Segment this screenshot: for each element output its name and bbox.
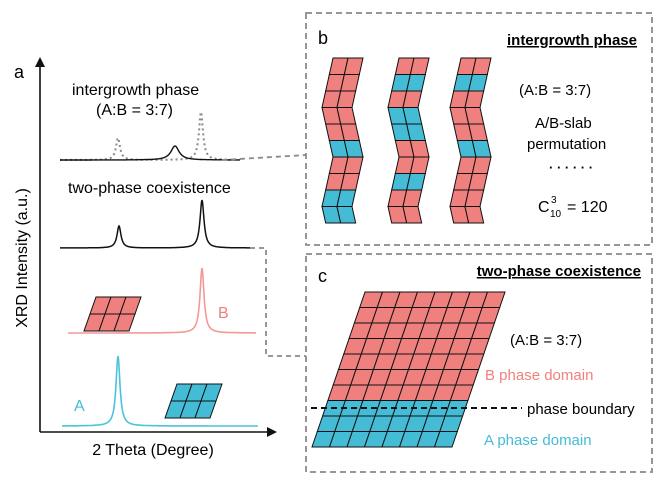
slab-cell-a xyxy=(336,189,357,207)
combination-value: = 120 xyxy=(567,199,608,216)
panel-c-title: two-phase coexistence xyxy=(477,263,641,280)
combination-superscript: 3 xyxy=(551,195,557,206)
slab-column xyxy=(387,57,430,224)
panel-c: c two-phase coexistence (A:B = 3:7) B ph… xyxy=(305,253,653,473)
slab-cell-b xyxy=(402,206,423,224)
two-phase-xrd-curve xyxy=(60,199,250,249)
slab-cell-a xyxy=(406,123,426,141)
slab-cell-b xyxy=(343,57,364,75)
panel-b-ratio: (A:B = 3:7) xyxy=(519,82,591,99)
intergrowth-ratio: (A:B = 3:7) xyxy=(96,102,173,119)
intergrowth-xrd-curve xyxy=(60,145,240,161)
slab-cell-b xyxy=(409,140,430,158)
slab-cell-b xyxy=(402,189,423,207)
slab-column xyxy=(321,57,364,224)
slab-cell-a xyxy=(343,140,364,158)
panel-a-label: a xyxy=(14,62,25,82)
connector-lines xyxy=(221,154,307,357)
panel-c-frame xyxy=(305,253,653,473)
panel-c-label: c xyxy=(318,266,327,286)
phase-a-unit-cell-icon xyxy=(164,383,223,419)
combination-subscript: 10 xyxy=(550,209,562,220)
panel-b-label: b xyxy=(318,28,328,48)
b-phase-domain-label: B phase domain xyxy=(485,367,593,384)
slab-cell-b xyxy=(464,90,485,108)
slab-cell-b xyxy=(409,156,430,174)
slab-cell-b xyxy=(402,90,423,108)
intergrowth-simulated-dotted-curve xyxy=(60,111,240,161)
two-phase-title: two-phase coexistence xyxy=(68,180,231,197)
slab-cell-b xyxy=(340,74,360,92)
phase-b-unit-cell-icon xyxy=(83,296,142,332)
slab-permutation-columns xyxy=(321,57,492,224)
slab-cell-b xyxy=(409,57,430,75)
slab-cell-a xyxy=(468,74,488,92)
two-phase-domain-grid xyxy=(311,291,506,448)
phase-a-cell xyxy=(194,400,217,419)
slab-cell-a xyxy=(406,74,426,92)
panel-c-ratio: (A:B = 3:7) xyxy=(510,332,582,349)
phase-b-cell xyxy=(113,313,136,332)
panel-b-frame xyxy=(305,12,653,246)
a-phase-domain-label: A phase domain xyxy=(484,432,592,449)
panel-b: b intergrowth phase (A:B = 3:7) A/B-slab… xyxy=(305,12,653,246)
panel-b-ellipsis: · · · · · · xyxy=(549,160,593,175)
slab-cell-a xyxy=(471,140,492,158)
combination-symbol: C xyxy=(538,199,550,216)
domain-cell xyxy=(433,431,458,448)
slab-cell-b xyxy=(468,123,488,141)
slab-cell-b xyxy=(464,206,485,224)
phase-a-xrd-curve xyxy=(62,355,258,427)
slab-cell-b xyxy=(336,90,357,108)
panel-a: a XRD Intensity (a.u.) 2 Theta (Degree) … xyxy=(14,57,277,459)
panel-b-desc-line2: permutation xyxy=(527,136,606,153)
slab-column xyxy=(449,57,492,224)
slab-cell-b xyxy=(464,107,485,125)
panel-b-title: intergrowth phase xyxy=(507,32,637,49)
slab-cell-a xyxy=(406,173,426,191)
phase-boundary-label: phase boundary xyxy=(527,401,635,418)
slab-cell-a xyxy=(336,206,357,224)
phase-b-xrd-curve xyxy=(68,267,256,334)
panel-b-desc-line1: A/B-slab xyxy=(535,115,592,132)
slab-cell-b xyxy=(468,173,488,191)
x-axis-label: 2 Theta (Degree) xyxy=(92,442,214,459)
slab-cell-a xyxy=(402,107,423,125)
slab-cell-b xyxy=(464,189,485,207)
slab-cell-b xyxy=(336,107,357,125)
slab-cell-b xyxy=(340,123,360,141)
slab-cell-b xyxy=(471,156,492,174)
connector-two-phase-to-c xyxy=(250,247,306,357)
phase-b-curve-label: B xyxy=(218,305,229,322)
y-axis-label: XRD Intensity (a.u.) xyxy=(14,188,31,328)
connector-intergrowth-to-b xyxy=(221,154,307,161)
intergrowth-title: intergrowth phase xyxy=(72,82,199,99)
slab-cell-b xyxy=(471,57,492,75)
slab-cell-b xyxy=(340,173,360,191)
slab-cell-b xyxy=(343,156,364,174)
phase-a-curve-label: A xyxy=(74,398,85,415)
